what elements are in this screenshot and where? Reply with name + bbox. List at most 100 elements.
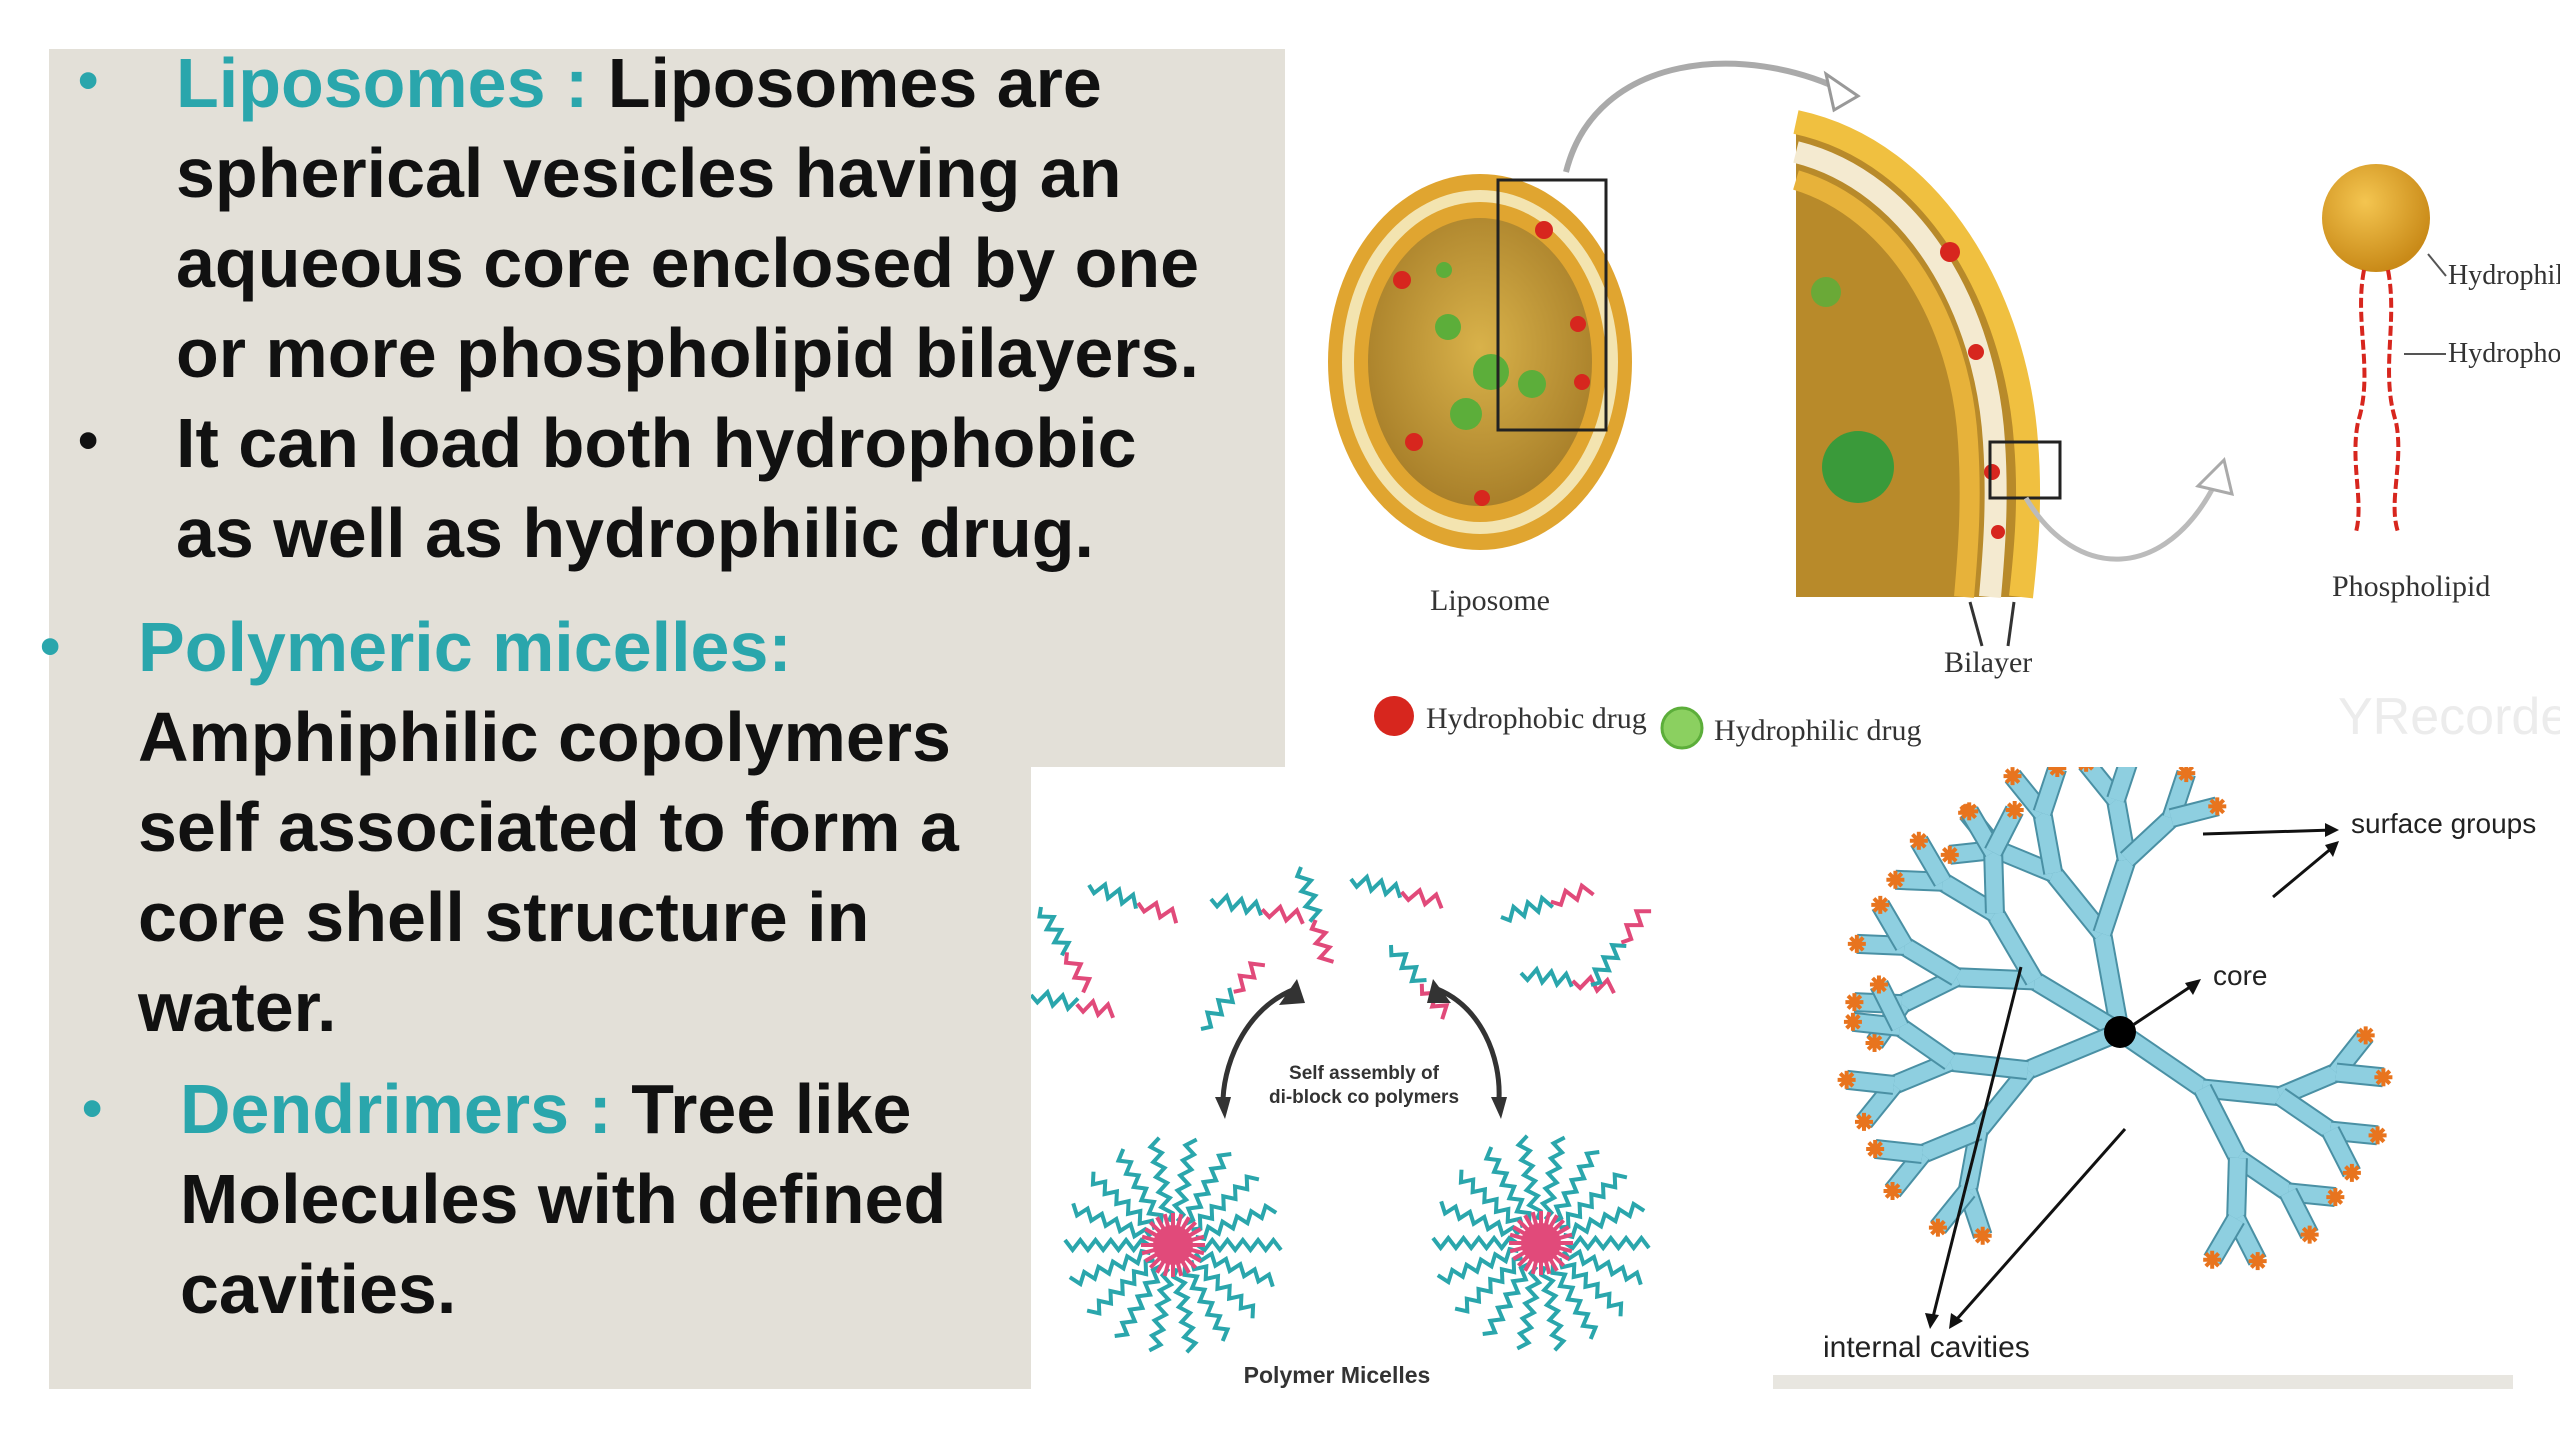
surface-group bbox=[1847, 934, 1866, 953]
liposome-sphere bbox=[1328, 174, 1632, 550]
dendrimer-bond bbox=[2108, 767, 2136, 803]
dendrimer-bond bbox=[1911, 836, 1950, 886]
core-arrow bbox=[2132, 983, 2194, 1027]
copolymer-pink-segment bbox=[1620, 909, 1652, 945]
surface-group-dot bbox=[2181, 768, 2192, 779]
assembly-arrow-right bbox=[1436, 986, 1502, 1100]
surface-group-dot bbox=[2372, 1130, 2383, 1141]
zoom-arrow-head bbox=[1823, 70, 1861, 113]
copolymer-pink-segment bbox=[1136, 899, 1179, 924]
copolymer-teal-segment bbox=[1200, 987, 1236, 1031]
copolymer-teal-segment bbox=[1590, 942, 1627, 987]
copolymer-teal-segment bbox=[1519, 965, 1574, 989]
dendrimer-bond bbox=[1956, 969, 2035, 989]
surface-group-dot bbox=[1932, 1222, 1943, 1233]
liposomes-load-paragraph: It can load both hydrophobic as well as … bbox=[176, 398, 1286, 578]
surface-group bbox=[2203, 1250, 2222, 1269]
dendrimer-bond bbox=[1895, 1020, 1955, 1069]
liposomes-line-3: aqueous core enclosed by one bbox=[176, 224, 1200, 302]
copolymer-pink-segment bbox=[1260, 903, 1305, 925]
dendrimers-line-1-text: Tree like bbox=[611, 1070, 912, 1148]
micelle-shell-chain bbox=[1068, 1248, 1151, 1288]
surface-group bbox=[1886, 870, 1905, 889]
liposomes-paragraph: Liposomes : Liposomes are spherical vesi… bbox=[176, 38, 1286, 398]
surface-group bbox=[1865, 1033, 1884, 1052]
micelles-line-4: water. bbox=[138, 968, 337, 1046]
core-arrow-head bbox=[2185, 979, 2201, 995]
recorder-watermark: YRecorder bbox=[2338, 688, 2560, 746]
copolymer-pink-segment bbox=[1233, 961, 1266, 994]
assembly-arrow-left bbox=[1220, 986, 1296, 1100]
micelle-shell-chain bbox=[1063, 1236, 1151, 1254]
label-liposome: Liposome bbox=[1430, 584, 1550, 617]
copolymer-teal-segment bbox=[1031, 988, 1080, 1013]
label-hydrophilic-head: Hydrophilic head bbox=[2448, 260, 2560, 291]
polymer-micelles-title: Polymer Micelles bbox=[1244, 1362, 1431, 1388]
label-phospholipid: Phospholipid bbox=[2332, 570, 2490, 603]
cavity-arrow-2 bbox=[1955, 1128, 2127, 1320]
surface-group bbox=[2356, 1026, 2375, 1045]
micelle-shell-chain bbox=[1182, 1265, 1231, 1342]
surface-group-dot bbox=[1977, 1230, 1988, 1241]
copolymer-teal-segment bbox=[1209, 892, 1263, 917]
dendrimer-bond bbox=[2275, 1089, 2335, 1138]
liposomes-line-1-text: Liposomes are bbox=[588, 44, 1102, 122]
dendrimer-bond bbox=[1972, 1065, 2034, 1136]
micelle-shell-chain bbox=[1539, 1265, 1567, 1352]
liposomes-load-line-2: as well as hydrophilic drug. bbox=[176, 494, 1094, 572]
surface-group-dot bbox=[1913, 835, 1924, 846]
dendrimer-bond bbox=[2121, 812, 2177, 866]
copolymer-pink-segment bbox=[1309, 919, 1335, 964]
liposome-figure: Hydrophilic head Hydrophobic tail Liposo… bbox=[1286, 22, 2560, 767]
micelle-shell-chain bbox=[1439, 1200, 1521, 1238]
dendrimer-branches bbox=[1837, 767, 2393, 1271]
surface-group-dot bbox=[2304, 1229, 2315, 1240]
micelle-shell-chain bbox=[1431, 1234, 1519, 1252]
dendrimer-bond bbox=[2024, 1024, 2124, 1078]
dendrimer-bond bbox=[1988, 909, 2042, 985]
surface-arrow-1 bbox=[2202, 828, 2334, 836]
legend-hydrophobic-swatch bbox=[1374, 696, 1414, 736]
copolymer-pink-segment bbox=[1063, 952, 1093, 994]
bullet-liposomes-load: • bbox=[78, 408, 99, 473]
surface-group-dot bbox=[1870, 1143, 1881, 1154]
legend-hydrophilic-swatch bbox=[1660, 706, 1704, 750]
surface-group-dot bbox=[1873, 979, 1884, 990]
micelle-shell-chain bbox=[1516, 1265, 1543, 1351]
copolymer-pink-segment bbox=[1400, 886, 1444, 910]
micelle-shell-chain bbox=[1184, 1152, 1232, 1226]
dendrimers-line-2: Molecules with defined bbox=[180, 1160, 947, 1238]
dendrimer-bond bbox=[2280, 1188, 2317, 1239]
micelle-shell-chain bbox=[1191, 1174, 1260, 1232]
dendrimers-line-1: Dendrimers : Tree like bbox=[180, 1064, 1040, 1154]
surface-group bbox=[2048, 767, 2067, 778]
surface-group-dot bbox=[2052, 767, 2063, 774]
liposomes-line-4: or more phospholipid bilayers. bbox=[176, 314, 1199, 392]
surface-group bbox=[1960, 802, 1979, 821]
micelle-shell-chain bbox=[1482, 1262, 1530, 1336]
micelle-shell-chain bbox=[1171, 1267, 1199, 1354]
dendrimer-bond bbox=[1900, 938, 1961, 985]
self-assembly-caption-2: di-block co polymers bbox=[1269, 1087, 1459, 1108]
assembly-arrow-left-head-bottom bbox=[1215, 1097, 1231, 1119]
zoom-arrow bbox=[1563, 60, 1848, 173]
copolymer-teal-segment bbox=[1500, 894, 1555, 924]
liposomes-term: Liposomes : bbox=[176, 44, 589, 122]
surface-group bbox=[1940, 845, 1959, 864]
cavity-arrow-1-head bbox=[1925, 1313, 1939, 1329]
micelle-core bbox=[1521, 1223, 1561, 1263]
dendrimer-bond bbox=[2046, 867, 2109, 939]
surface-group-dot bbox=[1887, 1185, 1898, 1196]
micelle-shell-chain bbox=[1557, 1257, 1624, 1317]
label-internal-cavities: internal cavities bbox=[1823, 1331, 2030, 1364]
micelle-shell-chain bbox=[1458, 1169, 1525, 1229]
dendrimer-bond bbox=[2115, 1025, 2208, 1096]
micelle-shell-chain bbox=[1090, 1171, 1157, 1231]
dendrimer-bond bbox=[1985, 852, 2003, 914]
surface-group-dot bbox=[1858, 1116, 1869, 1127]
dendrimer-bond bbox=[2034, 767, 2065, 816]
surface-group bbox=[1883, 1181, 1902, 1200]
micelle-shell-chain bbox=[1147, 1136, 1175, 1223]
copolymer-teal-segment bbox=[1294, 866, 1323, 923]
dendrimer-bond bbox=[2094, 932, 2128, 1034]
